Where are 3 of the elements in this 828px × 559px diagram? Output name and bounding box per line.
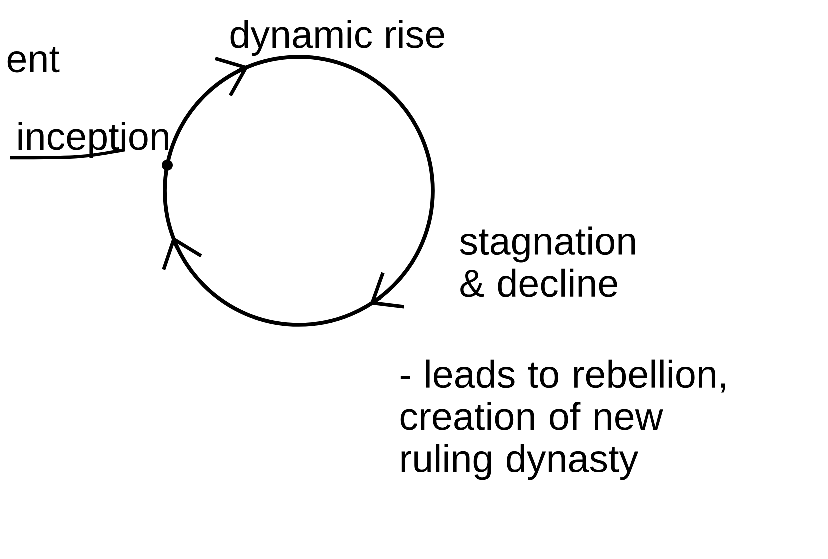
- underlined-label: inception: [10, 122, 168, 160]
- word-fragment: ent: [8, 47, 60, 73]
- note-text: - leads to rebellion, creation of new ruling dynasty: [400, 360, 726, 480]
